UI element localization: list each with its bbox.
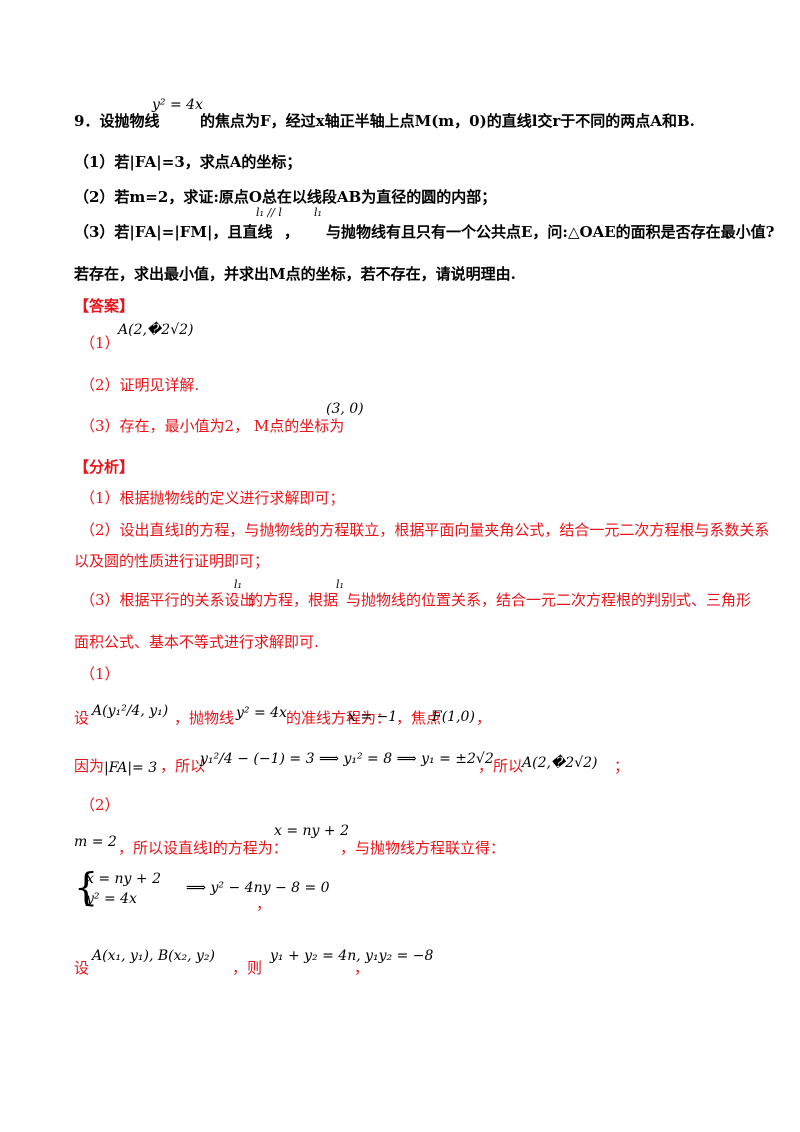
math-point-a: A(y₁²/4, y₁) xyxy=(92,703,169,719)
solution-text: ，所以设直线l的方程为： xyxy=(118,839,288,857)
equation-system: { x = ny + 2 y² = 4x ⟹ y² − 4ny − 8 = 0 xyxy=(74,865,330,909)
math-l1: l₁ xyxy=(336,578,344,591)
answer-1-math: A(2,�2√2) xyxy=(118,322,194,338)
math-parabola: y² = 4x xyxy=(236,705,287,721)
solution-text: 设 xyxy=(74,959,90,977)
system-row: y² = 4x xyxy=(86,891,137,907)
subquestion-3: （3）若|FA|=|FM|，且直线 xyxy=(74,223,273,241)
analysis-2: （2）设出直线l的方程，与抛物线的方程联立，根据平面向量夹角公式，结合一元二次方… xyxy=(80,521,770,539)
math-directrix: x = −1 xyxy=(348,709,398,725)
math-line: x = ny + 2 xyxy=(274,823,349,839)
subquestion-3: ， xyxy=(284,223,300,241)
solution-text: 的准线方程为： xyxy=(286,709,392,727)
subquestion-1: （1）若|FA|=3，求点A的坐标； xyxy=(74,153,302,171)
answer-2: （2）证明见详解. xyxy=(80,376,200,394)
answer-3-math: (3, 0) xyxy=(326,401,364,417)
subquestion-3-cont: 若存在，求出最小值，并求出M点的坐标，若不存在，请说明理由. xyxy=(74,265,516,283)
math-point-a: A(2,�2√2) xyxy=(522,755,598,771)
solution-text: ； xyxy=(614,757,630,775)
math-l1: l₁ xyxy=(314,206,322,219)
solution-text: ， xyxy=(354,959,370,977)
solution-text: ，焦点 xyxy=(396,709,442,727)
analysis-3: 的方程，根据 xyxy=(248,591,339,609)
question-line-1: 9．设抛物线 xyxy=(74,111,159,131)
solution-text: ，则 xyxy=(232,959,263,977)
analysis-1: （1）根据抛物线的定义进行求解即可； xyxy=(80,489,345,507)
solution-2-label: （2） xyxy=(80,796,120,814)
math-fa: |FA|= 3 xyxy=(104,760,158,776)
solution-text: ，所以 xyxy=(478,757,524,775)
solution-text: 设 xyxy=(74,709,90,727)
solution-text: 因为 xyxy=(74,757,105,775)
math-points-ab: A(x₁, y₁), B(x₂, y₂) xyxy=(92,948,216,964)
answer-3: （3）存在，最小值为2， M点的坐标为 xyxy=(80,417,345,435)
math-parallel: l₁ // l xyxy=(256,206,282,219)
analysis-3: （3）根据平行的关系设出 xyxy=(80,591,255,609)
solution-text: ， xyxy=(256,895,272,913)
answer-1-label: （1） xyxy=(80,334,120,352)
analysis-3-cont: 面积公式、基本不等式进行求解即可. xyxy=(74,633,319,651)
math-focus: F(1,0) xyxy=(432,709,475,725)
parabola-equation: y² = 4x xyxy=(152,97,203,113)
question-number: 9． xyxy=(74,112,100,130)
math-l1: l₁ xyxy=(234,578,242,591)
analysis-3: 与抛物线的位置关系，结合一元二次方程根的判别式、三角形 xyxy=(346,591,752,609)
question-text: 的焦点为F，经过x轴正半轴上点M(m，0)的直线l交r于不同的两点A和B. xyxy=(200,112,695,130)
solution-text: ，抛物线 xyxy=(174,709,235,727)
subquestion-2: （2）若m=2，求证:原点O总在以线段AB为直径的圆的内部； xyxy=(74,188,497,206)
solution-1-label: （1） xyxy=(80,665,120,683)
analysis-heading: 【分析】 xyxy=(74,458,135,476)
math-m: m = 2 xyxy=(74,834,117,850)
subquestion-3: 与抛物线有且只有一个公共点E，问:△OAE的面积是否存在最小值? xyxy=(326,223,775,241)
analysis-2-cont: 以及圆的性质进行证明即可； xyxy=(74,552,270,570)
solution-text: ， xyxy=(476,709,492,727)
math-derivation: y₁²/4 − (−1) = 3 ⟹ y₁² = 8 ⟹ y₁ = ±2√2 xyxy=(200,751,494,767)
solution-text: ，与抛物线方程联立得： xyxy=(340,839,506,857)
system-row: x = ny + 2 xyxy=(86,871,161,887)
math-vieta: y₁ + y₂ = 4n, y₁y₂ = −8 xyxy=(270,948,434,964)
answer-heading: 【答案】 xyxy=(74,297,135,315)
question-text: 设抛物线 xyxy=(99,112,160,130)
solution-text: ，所以 xyxy=(160,757,206,775)
system-result: ⟹ y² − 4ny − 8 = 0 xyxy=(186,880,330,896)
